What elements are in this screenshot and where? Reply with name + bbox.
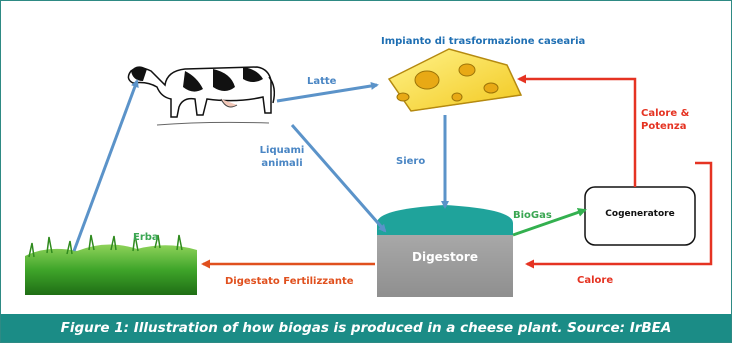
arrow-slurry (292, 125, 385, 231)
slurry-label: Liquami animali (247, 145, 317, 170)
arrow-grass-to-cow (74, 81, 137, 251)
cheese-illustration (389, 49, 521, 111)
milk-label: Latte (307, 76, 336, 89)
cow-illustration (128, 66, 274, 125)
biogas-label: BioGas (513, 210, 552, 223)
cogenerator-label: Cogeneratore (585, 209, 695, 219)
diagram-area: Impianto di trasformazione casearia Latt… (7, 7, 725, 311)
arrow-heat-power (519, 79, 635, 187)
grass-label: Erba (133, 232, 159, 245)
digester-label: Digestore (377, 250, 513, 264)
diagram-canvas (7, 7, 725, 311)
grass-illustration (25, 235, 197, 295)
heat-label: Calore (577, 275, 613, 288)
figure-caption: Figure 1: Illustration of how biogas is … (1, 314, 731, 342)
whey-label: Siero (396, 156, 425, 169)
heat-power-label: Calore & Potenza (641, 108, 703, 133)
cheese-plant-label: Impianto di trasformazione casearia (381, 36, 585, 49)
fertilizer-label: Digestato Fertilizzante (225, 276, 354, 289)
